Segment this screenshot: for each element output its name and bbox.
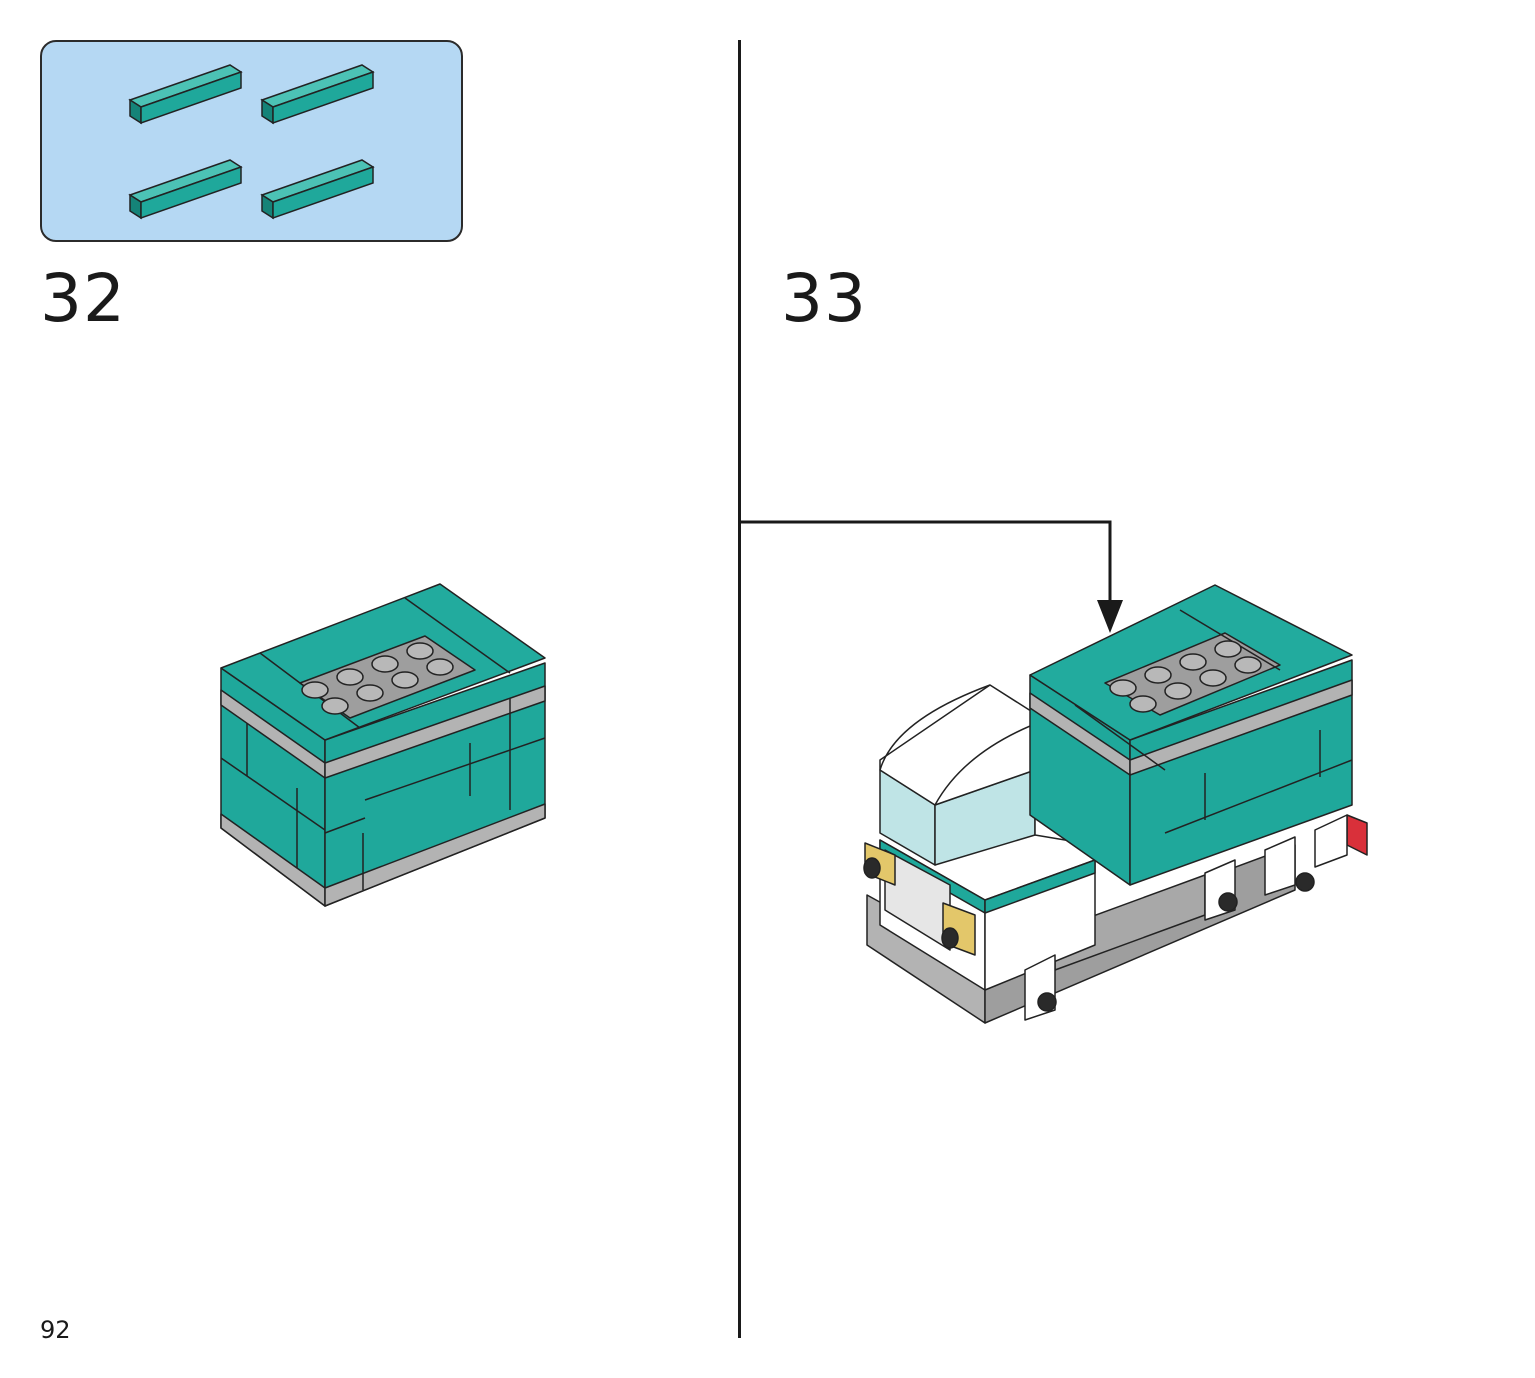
parts-callout-art (128, 64, 375, 220)
step-number-32: 32 (40, 260, 126, 337)
placement-arrow (740, 520, 1123, 633)
column-divider (738, 40, 741, 1338)
tile-piece-1 (128, 64, 243, 125)
tile-piece-3 (128, 159, 243, 220)
page-number: 92 (40, 1316, 71, 1344)
step-number-33: 33 (781, 260, 867, 337)
tile-piece-2 (260, 64, 375, 125)
tile-piece-4 (260, 159, 375, 220)
parts-callout (40, 40, 463, 242)
step-33-truck-model (740, 520, 1368, 1024)
step-32-studs (301, 642, 454, 715)
step-32-container-model (220, 583, 546, 907)
step-33-studs (1109, 640, 1262, 713)
